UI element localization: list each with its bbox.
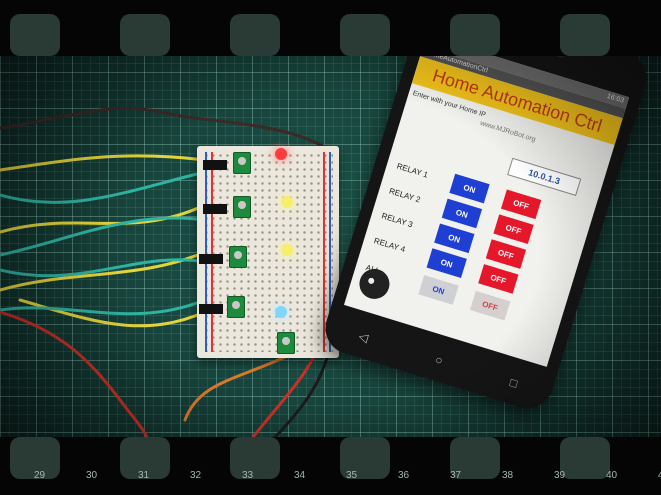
led-blue	[275, 306, 287, 318]
wire-teal-1	[0, 170, 207, 204]
relay-label: RELAY 1	[395, 161, 430, 180]
wire-yellow-1	[0, 154, 207, 172]
all-off-button[interactable]: OFF	[470, 290, 511, 321]
film-hole	[450, 437, 500, 479]
film-hole	[10, 437, 60, 479]
ruler-number: 36	[398, 470, 410, 481]
ruler-number: 30	[86, 470, 98, 481]
ruler-number: 41	[658, 470, 661, 481]
film-hole	[560, 14, 610, 56]
back-icon[interactable]: ◁	[356, 328, 370, 346]
relay-1-off-button[interactable]: OFF	[501, 189, 542, 220]
breadboard-rail-blue	[205, 152, 207, 352]
wire-orange	[183, 348, 302, 422]
ruler-number: 40	[606, 470, 618, 481]
header-pins-3	[199, 254, 223, 264]
ruler-number: 38	[502, 470, 514, 481]
film-hole	[340, 437, 390, 479]
ruler-number: 31	[138, 470, 150, 481]
terminal-block-2	[233, 196, 251, 218]
relay-label: RELAY 4	[372, 236, 407, 255]
ruler-number: 32	[190, 470, 202, 481]
film-strip-top	[0, 0, 661, 56]
ruler-number: 33	[242, 470, 254, 481]
breadboard-rail-red	[211, 152, 213, 352]
header-pins-2	[203, 204, 227, 214]
led-yellow-1	[281, 196, 293, 208]
home-icon[interactable]: ○	[433, 352, 445, 368]
film-hole	[450, 14, 500, 56]
recents-icon[interactable]: □	[508, 375, 520, 391]
breadboard-rail-red-right	[323, 152, 325, 352]
film-hole	[230, 14, 280, 56]
ruler-number: 34	[294, 470, 306, 481]
breadboard-holes	[203, 152, 333, 352]
film-strip-bottom	[0, 437, 661, 495]
terminal-block-1	[233, 152, 251, 174]
led-yellow-2	[281, 244, 293, 256]
ip-input[interactable]: 10.0.1.3	[507, 157, 582, 197]
film-hole	[560, 437, 610, 479]
film-hole	[340, 14, 390, 56]
wire-dark	[0, 106, 332, 152]
header-pins-4	[199, 304, 223, 314]
ruler-number: 39	[554, 470, 566, 481]
film-hole	[230, 437, 280, 479]
ruler-number: 35	[346, 470, 358, 481]
terminal-block-3	[229, 246, 247, 268]
terminal-block-4	[227, 296, 245, 318]
ruler-number: 37	[450, 470, 462, 481]
relay-label: RELAY 3	[380, 211, 414, 230]
film-hole	[120, 437, 170, 479]
led-red	[275, 148, 287, 160]
film-hole	[120, 14, 170, 56]
relay-1-on-button[interactable]: ON	[449, 173, 490, 204]
header-pins-1	[203, 160, 227, 170]
all-on-button[interactable]: ON	[418, 275, 459, 305]
film-hole	[10, 14, 60, 56]
terminal-block-5	[277, 332, 295, 354]
breadboard	[197, 146, 339, 358]
relay-label: RELAY 2	[388, 186, 422, 205]
ruler-number: 29	[34, 470, 46, 481]
